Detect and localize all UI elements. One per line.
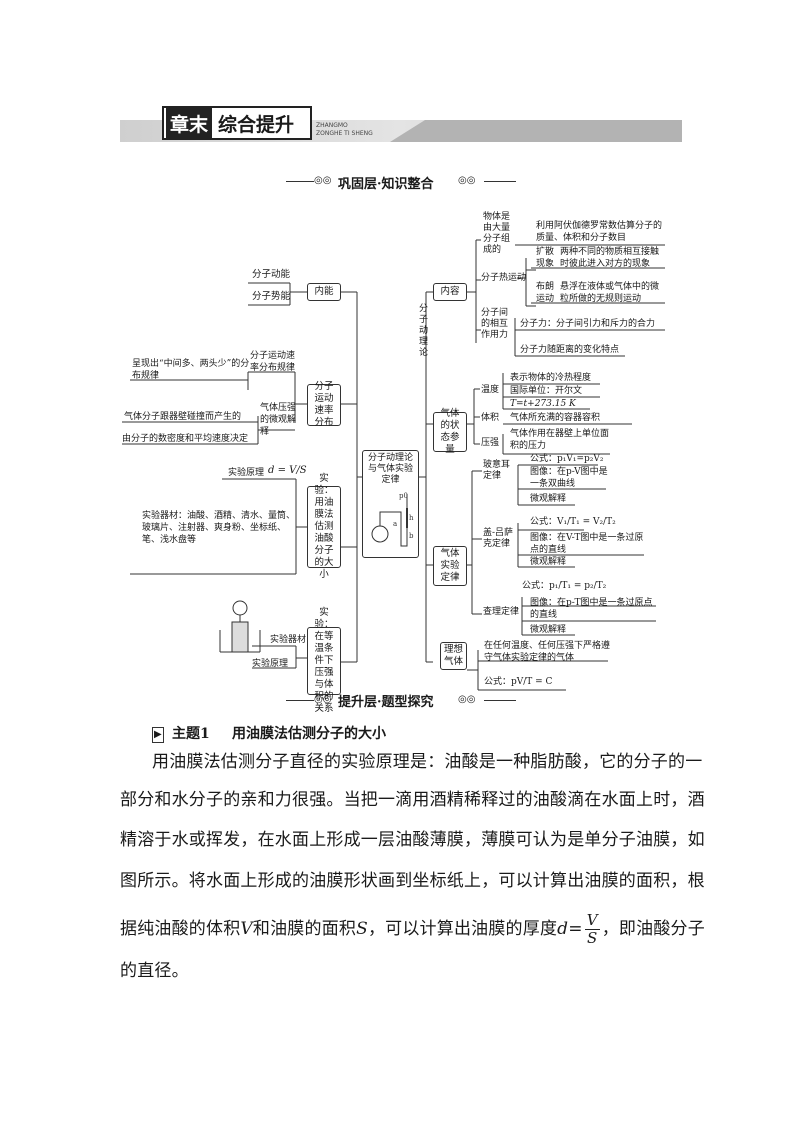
node-shiyan: 气体实验定律 <box>433 546 467 586</box>
body-line-2: 部分和水分子的亲和力很强。当把一滴用酒精稀释过的油酸滴在水面上时，酒 <box>120 790 705 810</box>
body-line-6: 的直径。 <box>120 961 189 981</box>
neirong-r1-val: 利用阿伏伽德罗常数估算分子的质量、体积和分子数目 <box>536 221 663 243</box>
left-item-fenzishineng: 分子势能 <box>252 291 291 302</box>
center-fig-h: h <box>409 514 414 522</box>
section1-rule-right <box>484 181 516 182</box>
dengwen-item-yuanli: 实验原理 <box>252 659 289 669</box>
section2-rule-right <box>484 700 516 701</box>
node-neineng: 内能 <box>307 283 341 301</box>
body-line-5g: ，即油酸分子 <box>601 919 705 939</box>
body-formula-d: d= <box>557 919 583 939</box>
youmo-materials: 实验器材：油酸、酒精、清水、量筒、玻璃片、注射器、爽身粉、坐标纸、笔、浅水盘等 <box>142 511 296 545</box>
neirong-r2a-key: 扩散现象 <box>536 247 555 269</box>
sulv-desc-2: 气体分子跟器壁碰撞而产生的 <box>124 412 242 422</box>
apparatus-image <box>214 600 266 656</box>
neirong-r3a-val: 分子力：分子间引力和斥力的合力 <box>520 319 656 329</box>
body-line-5a: 据纯油酸的体积 <box>120 919 241 939</box>
charles-label: 查理定律 <box>483 607 520 617</box>
body-fraction-num: V <box>584 911 600 930</box>
node-center: 分子动理论与气体实验定律 p0 h a b <box>362 450 419 558</box>
topic-marker-icon: ▶ <box>152 727 164 743</box>
dengwen-item-qicai: 实验器材 <box>270 635 307 645</box>
section1-ornament-right: ◎◎ <box>458 175 476 186</box>
node-youmo: 实验：用油膜法估测油酸分子的大小 <box>307 473 341 580</box>
node-lixiang: 理想气体 <box>440 642 467 670</box>
center-label: 分子动理论与气体实验定律 <box>367 453 413 485</box>
section1-ornament-left: ◎◎ <box>314 175 332 186</box>
gay-micro: 微观解释 <box>530 557 567 567</box>
header-stripe <box>390 120 682 142</box>
body-line-5e: ，可以计算出油膜的厚度 <box>367 919 558 939</box>
section2-title: 提升层·题型探究 <box>338 695 434 710</box>
sulv-desc-3: 由分子的数密度和平均速度决定 <box>122 434 249 444</box>
center-figure: p0 h a b <box>371 492 414 547</box>
left-item-fenzidongneng: 分子动能 <box>252 269 291 280</box>
youmo-principle: 实验原理 <box>228 468 265 478</box>
zhuangtai-tiji: 体积 <box>481 413 500 423</box>
sulv-sub-1: 分子运动速率分布规律 <box>250 351 296 373</box>
node-sulv: 分子运动速率分布 <box>307 381 341 428</box>
node-dengwen: 实验：在等温条件下压强与体积的关系 <box>307 607 341 714</box>
charles-image: 图像：在p-T图中是一条过原点的直线 <box>530 598 653 620</box>
boyle-image: 图像：在p-V图中是一条双曲线 <box>530 467 608 489</box>
sulv-sub-2: 气体压强的微观解释 <box>260 403 297 437</box>
neirong-r3b-val: 分子力随距离的变化特点 <box>520 345 620 355</box>
zhuangtai-wendu-v1: 表示物体的冷热程度 <box>510 373 592 383</box>
zhuangtai-yaqiang-v: 气体作用在器壁上单位面积的压力 <box>510 429 610 451</box>
charles-formula: 公式：p₁/T₁ = p₂/T₂ <box>522 581 607 591</box>
section2-rule-left <box>286 700 314 701</box>
center-fig-b: b <box>409 532 414 540</box>
lixiang-v1: 在任何温度、任何压强下严格遵守气体实验定律的气体 <box>484 641 611 663</box>
zhuangtai-wendu-v2: 国际单位：开尔文 <box>510 386 583 396</box>
section2-ornament-left: ◎◎ <box>314 694 332 705</box>
body-var-v: V <box>240 919 253 939</box>
vertical-label-dongli: 分子动理论 <box>419 304 429 358</box>
body-fraction-den: S <box>586 929 598 947</box>
neirong-r2a-val: 两种不同的物质相互接触时彼此进入对方的现象 <box>560 247 660 269</box>
gay-formula: 公式：V₁/T₁ = V₂/T₂ <box>530 517 616 527</box>
header-title-b: 综合提升 <box>218 113 295 136</box>
body-var-s: S <box>356 919 368 939</box>
neirong-r1-key: 物体是由大量分子组成的 <box>483 212 511 255</box>
header-pinyin-2: ZONGHE TI SHENG <box>316 130 373 137</box>
neirong-r2-key: 分子热运动 <box>481 273 527 283</box>
zhuangtai-yaqiang: 压强 <box>481 438 500 448</box>
lixiang-v2: 公式：pV/T = C <box>484 677 553 687</box>
node-zhuangtai: 气体的状态参量 <box>433 408 467 455</box>
neirong-r2b-key: 布朗运动 <box>536 282 555 304</box>
section1-rule-left <box>286 181 314 182</box>
body-line-4: 图所示。将水面上形成的油膜形状画到坐标纸上，可以计算出油膜的面积，根 <box>120 871 705 891</box>
header-title-a: 章末 <box>166 106 213 140</box>
zhuangtai-tiji-v: 气体所充满的容器容积 <box>510 413 601 423</box>
header-pinyin-1: ZHANGMO <box>316 122 348 129</box>
youmo-formula: d = V/S <box>268 465 307 476</box>
gay-label: 盖-吕萨克定律 <box>483 528 514 549</box>
boyle-label: 玻意耳定律 <box>483 460 511 481</box>
body-line-5c: 和油膜的面积 <box>252 919 357 939</box>
section2-ornament-right: ◎◎ <box>458 694 476 705</box>
gay-image: 图像：在V-T图中是一条过原点的直线 <box>530 533 644 555</box>
node-neirong: 内容 <box>433 283 467 301</box>
center-fig-p0: p0 <box>399 492 408 500</box>
neirong-r3-key: 分子间的相互作用力 <box>481 308 509 340</box>
body-line-3: 精溶于水或挥发，在水面上形成一层油酸薄膜，薄膜可认为是单分子油膜，如 <box>120 830 705 850</box>
section1-title: 巩固层·知识整合 <box>338 177 434 192</box>
topic-title: 用油膜法估测分子的大小 <box>232 726 386 742</box>
header-title-box: 章末 综合提升 <box>162 106 312 140</box>
charles-micro: 微观解释 <box>530 625 567 635</box>
boyle-micro: 微观解释 <box>530 494 567 504</box>
neirong-r2b-val: 悬浮在液体或气体中的微粒所做的无规则运动 <box>560 282 660 304</box>
zhuangtai-wendu-v3: T=t+273.15 K <box>510 399 576 409</box>
boyle-formula: 公式：p₁V₁=p₂V₂ <box>530 454 604 464</box>
center-fig-a: a <box>393 520 397 528</box>
zhuangtai-wendu: 温度 <box>481 385 500 395</box>
body-line-1: 用油膜法估测分子直径的实验原理是：油酸是一种脂肪酸，它的分子的一 <box>152 752 703 772</box>
topic-label: 主题1 <box>172 726 210 742</box>
sulv-desc-1: 呈现出“中间多、两头少”的分布规律 <box>132 359 250 381</box>
